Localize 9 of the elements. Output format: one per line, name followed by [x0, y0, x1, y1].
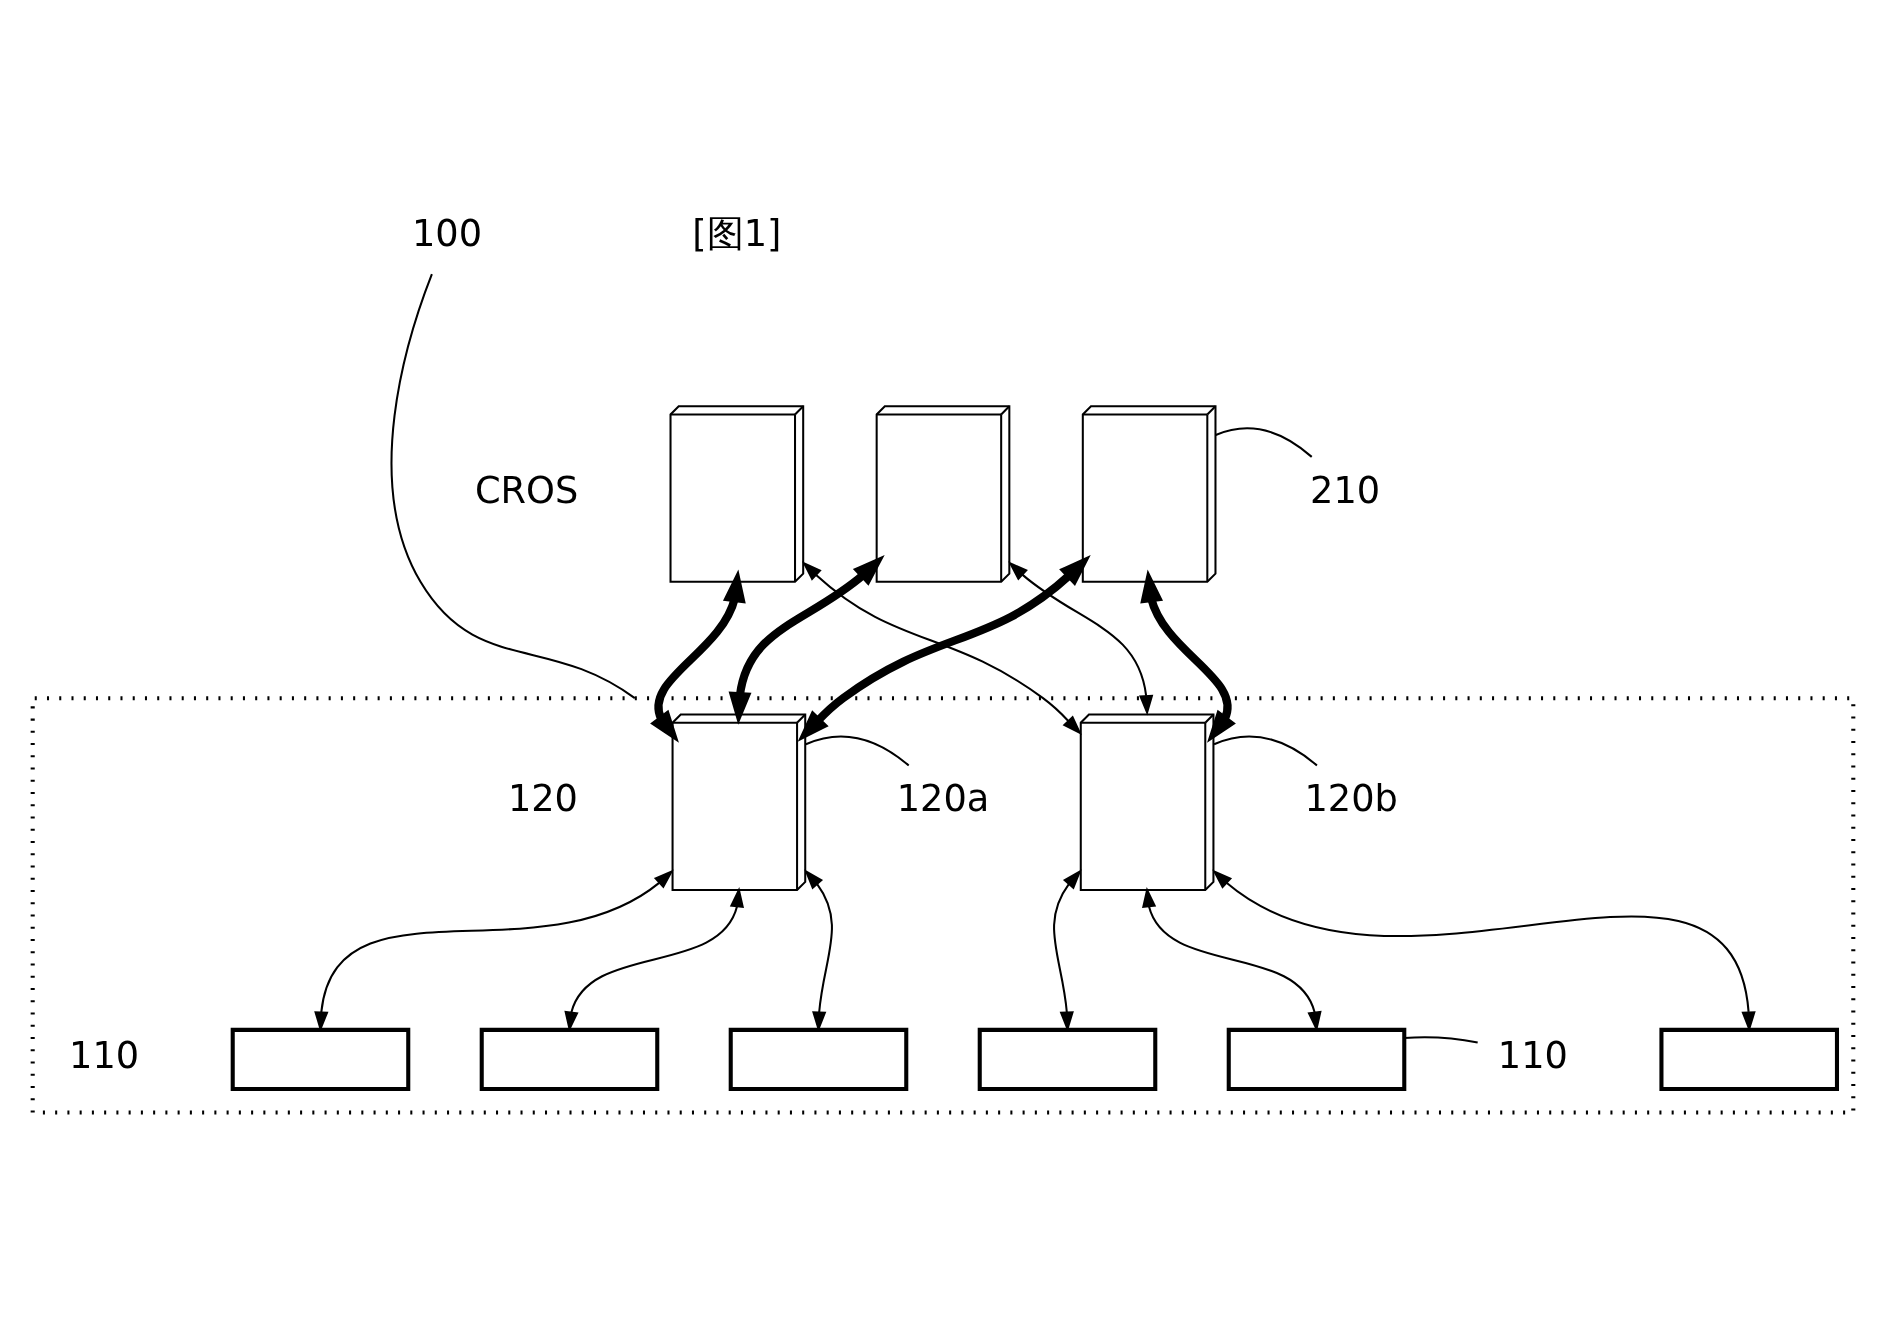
node-text: 120b	[1304, 776, 1398, 820]
node-text: 110	[1497, 1033, 1568, 1077]
node-text: 210	[1310, 468, 1381, 512]
label: CROS	[474, 468, 579, 512]
label: [图1]	[692, 211, 782, 255]
node-text: 120a	[896, 776, 990, 820]
label: 110	[69, 1033, 140, 1077]
label: 120	[507, 776, 578, 820]
node-text: 100	[411, 211, 483, 255]
